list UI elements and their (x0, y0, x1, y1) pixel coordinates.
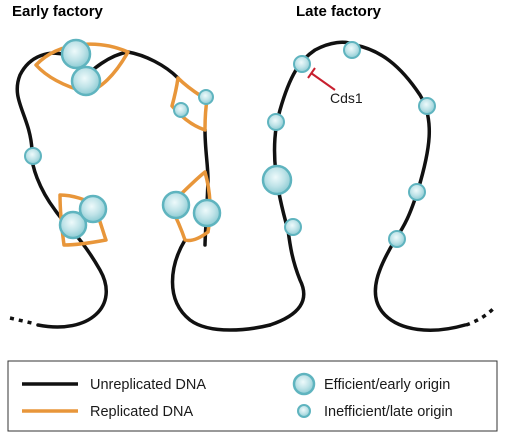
inefficient-origins (24, 41, 436, 248)
legend-replicated-label: Replicated DNA (90, 404, 193, 420)
early-factory-title: Early factory (12, 3, 104, 20)
cds1-inhibition: Cds1 (307, 67, 363, 106)
inefficient-origin-marker (293, 55, 311, 73)
cds1-label: Cds1 (330, 90, 363, 106)
legend-efficient-origin-swatch (292, 372, 316, 396)
legend-inefficient-label: Inefficient/late origin (324, 404, 453, 420)
dna-segment (126, 50, 180, 80)
dotted-end-right (465, 306, 496, 327)
late-factory-title: Late factory (296, 3, 382, 20)
efficient-origin-marker (261, 164, 293, 196)
efficient-origin-marker (192, 198, 222, 228)
inefficient-origin-marker (198, 89, 214, 105)
legend-inefficient-origin-swatch (297, 404, 311, 418)
inefficient-origin-marker (267, 113, 285, 131)
legend-box (7, 360, 498, 432)
dna-segment (268, 40, 467, 332)
dna-segment (170, 238, 272, 332)
dna-segment (15, 51, 108, 329)
inefficient-origin-marker (408, 183, 426, 201)
efficient-origin-marker (78, 194, 108, 224)
efficient-origins (58, 38, 293, 240)
efficient-origin-marker (58, 210, 88, 240)
legend: Unreplicated DNA Replicated DNA Efficien… (7, 360, 498, 432)
dna-strand-continuation (9, 306, 496, 327)
dotted-end-left (9, 316, 37, 326)
inefficient-origin-marker (284, 218, 302, 236)
inefficient-origin-marker (24, 147, 42, 165)
inefficient-origin-marker (173, 102, 189, 118)
efficient-origin-marker (161, 190, 191, 220)
efficient-origin-marker (60, 38, 92, 70)
legend-efficient-label: Efficient/early origin (324, 377, 450, 393)
efficient-origin-marker (70, 65, 102, 97)
cds1-inhibitor-line (310, 72, 336, 91)
inefficient-origin-marker (343, 41, 361, 59)
inefficient-origin-marker (418, 97, 436, 115)
legend-unreplicated-label: Unreplicated DNA (90, 377, 206, 393)
cds1-inhibitor-bar (307, 67, 316, 79)
inefficient-origin-marker (388, 230, 406, 248)
